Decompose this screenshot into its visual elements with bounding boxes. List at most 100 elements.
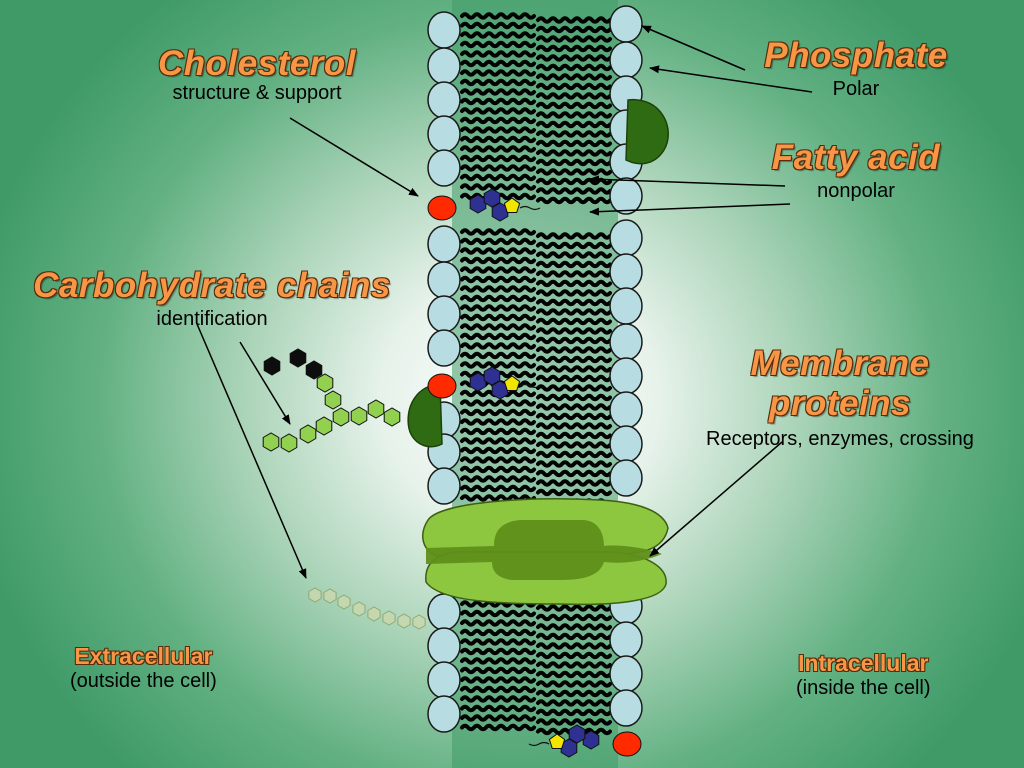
fatty-acid-tail	[536, 374, 612, 383]
cholesterol-molecule	[427, 188, 541, 222]
fatty-acid-tail	[460, 465, 536, 474]
fatty-acid-tail	[460, 332, 536, 341]
fatty-acid-tail	[460, 126, 536, 134]
cholesterol-ring	[469, 372, 487, 392]
fatty-acid-tail	[460, 135, 536, 144]
phosphate-head	[427, 149, 461, 187]
carbohydrate-unit-faded	[412, 614, 426, 630]
fatty-acid-tail	[536, 16, 612, 24]
carbohydrate-unit	[383, 407, 401, 427]
pointer-arrows	[196, 25, 813, 579]
fatty-acid-tail	[536, 680, 612, 688]
phosphate-head	[427, 329, 461, 367]
fatty-acid-tail	[536, 661, 612, 669]
fatty-acid-tail	[536, 241, 612, 250]
phosphate-head	[427, 81, 461, 119]
fatty-acid-tail	[536, 308, 612, 316]
fatty-acid-tail	[536, 604, 612, 612]
fatty-acid-tail	[536, 488, 612, 497]
fatty-acid-tail	[536, 120, 612, 129]
fatty-acid-tail	[460, 78, 536, 87]
fatty-acid-tail	[460, 145, 536, 153]
phosphate-head	[609, 459, 643, 497]
intracellular-title: Intracellular	[798, 650, 929, 676]
phosphate-head	[609, 5, 643, 43]
fatty-acid-tail	[536, 92, 612, 100]
intracellular-description: (inside the cell)	[796, 677, 931, 699]
fatty-acid-tail	[536, 460, 612, 468]
carbohydrate-unit-faded	[308, 587, 322, 603]
phosphate-head	[427, 661, 461, 699]
fatty-acid-tail	[536, 130, 612, 138]
fatty-acid-tail	[460, 638, 536, 646]
membrane-proteins-label: Membrane proteins Receptors, enzymes, cr…	[670, 344, 1010, 451]
fatty-acid-tail	[536, 149, 612, 157]
fatty-acid-tail	[536, 365, 612, 373]
cholesterol-tail	[528, 741, 550, 747]
fatty-acid-tail	[536, 327, 612, 335]
fatty-acid-tail	[460, 183, 536, 191]
fatty-acid-tail	[536, 187, 612, 195]
carbohydrate-unit	[367, 399, 385, 419]
fatty-acid-tail	[536, 384, 612, 392]
carbohydrate-unit-faded	[352, 601, 366, 617]
fatty-acid-tail	[536, 393, 612, 402]
fatty-acid-tail	[460, 164, 536, 172]
fatty-acid-tail	[460, 50, 536, 58]
fatty-acid-tail	[536, 289, 612, 297]
cholesterol-ring	[582, 730, 600, 750]
fatty-acid-tail	[536, 651, 612, 660]
fatty-acid-tail	[460, 154, 536, 163]
cholesterol-pentagon	[503, 197, 521, 213]
cholesterol-head	[427, 373, 457, 399]
fatty-acid-tail	[536, 412, 612, 421]
membrane-proteins-title-line1: Membrane	[750, 344, 930, 383]
fatty-acid-tail	[536, 689, 612, 698]
carbohydrate-unit	[332, 407, 350, 427]
fatty-acid-tail	[536, 260, 612, 269]
fatty-acid-tail	[536, 317, 612, 326]
membrane-proteins-description: Receptors, enzymes, crossing	[706, 428, 974, 450]
fatty-acid-tail	[536, 158, 612, 167]
fatty-acid-tail	[536, 355, 612, 364]
cholesterol-head	[427, 195, 457, 221]
extracellular-label: Extracellular (outside the cell)	[70, 643, 217, 693]
phosphate-head	[427, 627, 461, 665]
fatty-acid-tail	[536, 431, 612, 440]
fatty-acid-tail	[460, 97, 536, 106]
fatty-acid-tail	[460, 657, 536, 665]
fatty-acid-tail	[460, 21, 536, 30]
fatty-acid-tail	[460, 456, 536, 464]
cholesterol-description: structure & support	[172, 82, 342, 104]
cholesterol-label: Cholesterol structure & support	[158, 44, 356, 105]
phosphate-head	[609, 323, 643, 361]
fatty-acid-tail	[460, 59, 536, 68]
phosphate-arrow	[649, 65, 813, 93]
carbohydrate-unit	[324, 390, 342, 410]
phosphate-head	[609, 425, 643, 463]
fatty-acid-tail	[460, 685, 536, 694]
phosphate-head	[427, 47, 461, 85]
fatty-acid-title: Fatty acid	[771, 138, 941, 177]
cholesterol-molecules	[427, 188, 642, 758]
integral-membrane-protein	[422, 498, 669, 606]
fatty-acid-tail	[536, 336, 612, 345]
fatty-acid-tail	[536, 613, 612, 622]
fatty-acid-tail	[460, 676, 536, 684]
fatty-acid-tail	[460, 247, 536, 255]
fatty-acid-tail	[460, 256, 536, 265]
phosphate-head	[427, 467, 461, 505]
carbohydrate-unit-dark	[305, 360, 323, 380]
carbohydrate-unit	[280, 433, 298, 453]
cholesterol-ring	[483, 188, 501, 208]
cholesterol-molecule	[528, 724, 642, 758]
phosphate-head	[427, 225, 461, 263]
carbohydrate-unit-faded	[323, 588, 337, 604]
extracellular-description: (outside the cell)	[70, 670, 217, 692]
carbohydrate-description: identification	[156, 308, 268, 330]
carbohydrate-unit-faded	[367, 606, 381, 622]
cholesterol-title: Cholesterol	[158, 44, 357, 83]
peripheral-proteins	[407, 99, 669, 448]
fatty-acid-tail	[536, 346, 612, 354]
